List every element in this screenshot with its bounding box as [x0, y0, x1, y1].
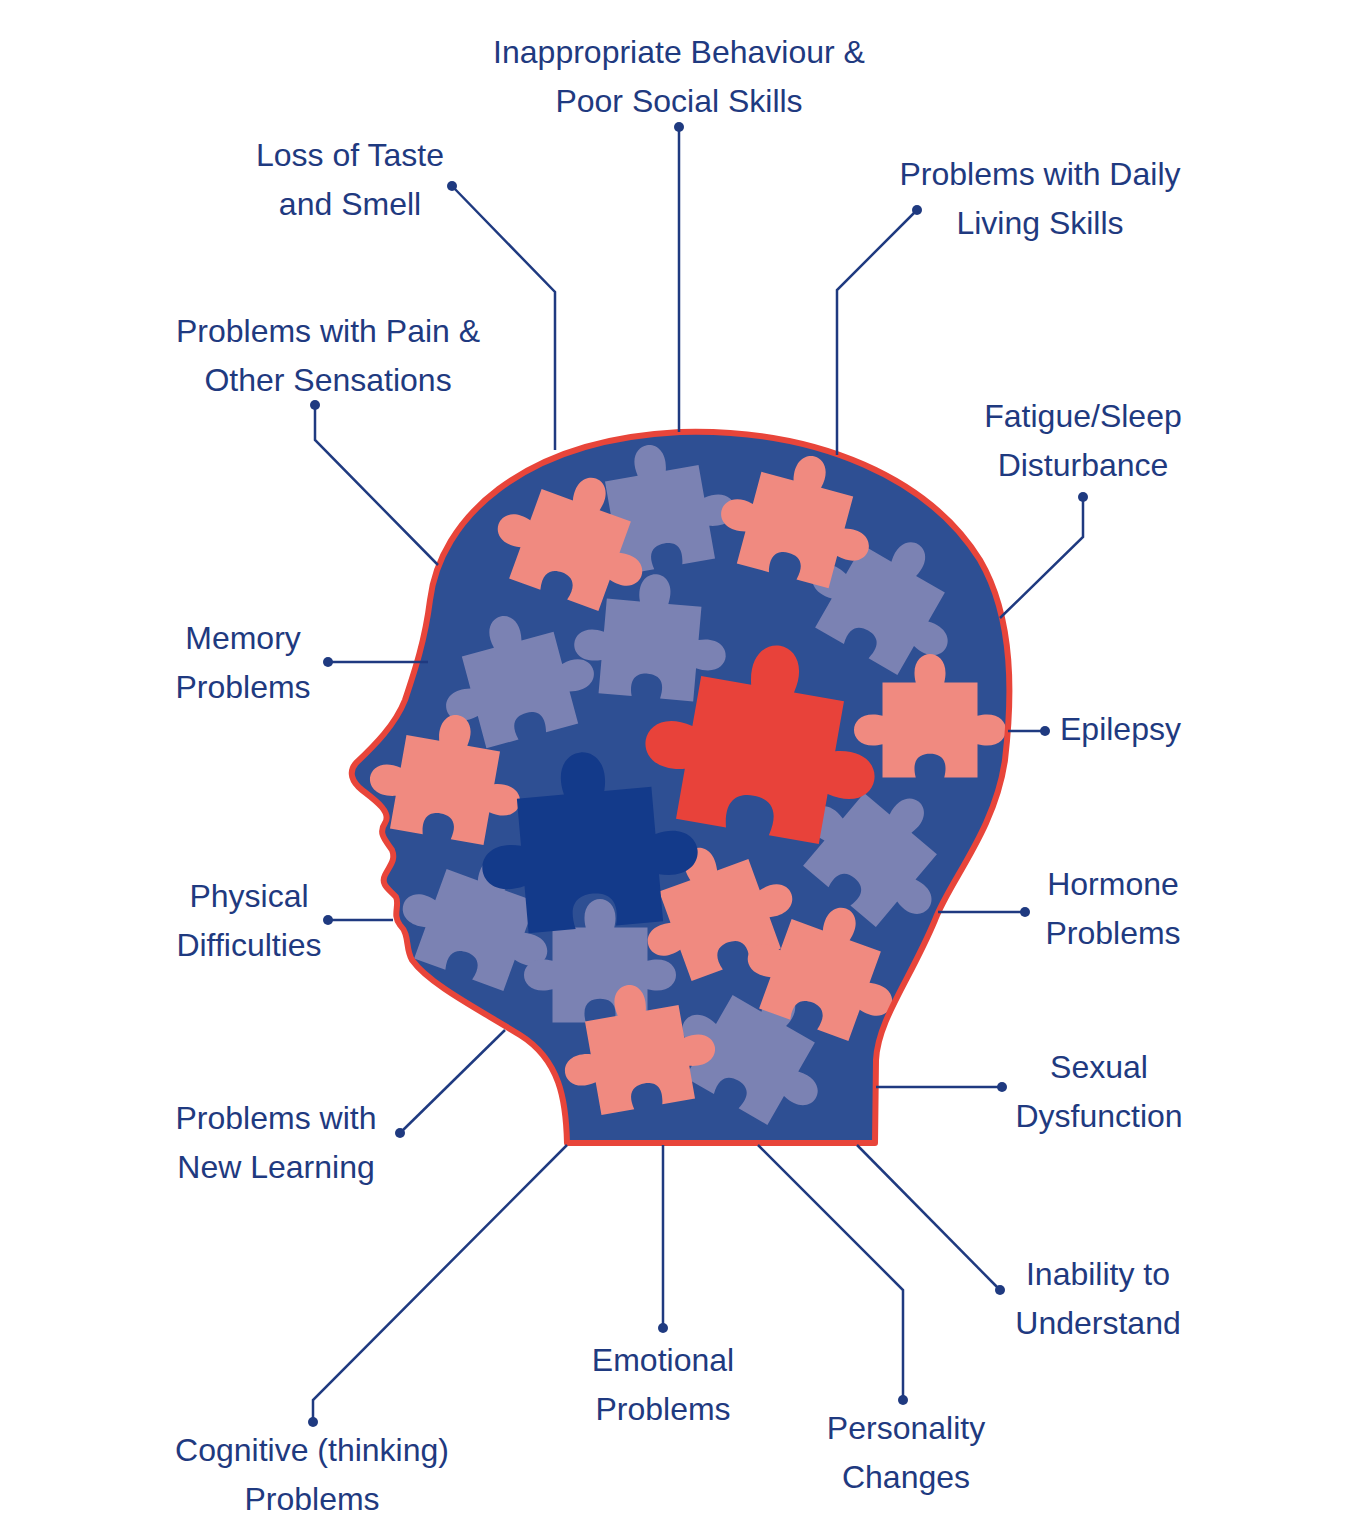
leader-line	[837, 210, 917, 455]
head-fill	[352, 432, 1010, 1143]
leader-line	[938, 911, 1025, 914]
leader-line	[876, 1086, 1002, 1089]
symptom-label: Hormone Problems	[1038, 860, 1188, 958]
leader-dot	[912, 205, 922, 215]
puzzle-pieces	[362, 432, 1006, 1139]
leader-dot	[1078, 492, 1088, 502]
symptom-label: Epilepsy	[1060, 705, 1181, 754]
leader-line	[662, 1145, 665, 1328]
leader-line	[400, 1030, 505, 1133]
symptom-label: Problems with Pain & Other Sensations	[169, 307, 487, 405]
symptom-label: Problems with Daily Living Skills	[893, 150, 1188, 248]
symptom-label: Personality Changes	[821, 1404, 991, 1502]
symptom-label: Inability to Understand	[1008, 1250, 1188, 1348]
leader-line	[857, 1145, 1000, 1290]
puzzle-piece	[362, 702, 533, 850]
symptom-label: Problems with New Learning	[169, 1094, 384, 1192]
leader-dot	[658, 1323, 668, 1333]
puzzle-piece	[854, 654, 1006, 778]
leader-dot	[308, 1417, 318, 1427]
leader-line	[313, 1145, 567, 1422]
leader-line	[1008, 730, 1045, 733]
leader-dot	[1020, 907, 1030, 917]
puzzle-piece-red	[633, 626, 894, 852]
symptom-label: Physical Difficulties	[169, 872, 329, 970]
leader-dot	[323, 657, 333, 667]
leader-line	[315, 405, 438, 565]
leader-dot	[310, 400, 320, 410]
puzzle-piece	[732, 883, 917, 1051]
head-outline	[352, 432, 1010, 1143]
leader-dot	[674, 122, 684, 132]
symptom-label: Inappropriate Behaviour & Poor Social Sk…	[484, 28, 874, 126]
puzzle-piece	[552, 972, 723, 1120]
leader-dot	[323, 915, 333, 925]
symptom-label: Sexual Dysfunction	[1009, 1043, 1189, 1141]
symptom-label: Emotional Problems	[586, 1336, 741, 1434]
leader-line	[678, 127, 681, 432]
leader-line	[1000, 497, 1083, 618]
leader-dot	[395, 1128, 405, 1138]
leader-line	[328, 919, 393, 922]
leader-dot	[1040, 726, 1050, 736]
leader-dot	[995, 1285, 1005, 1295]
leader-dot	[447, 181, 457, 191]
puzzle-piece-dark	[473, 743, 703, 937]
symptom-label: Loss of Taste and Smell	[250, 131, 450, 229]
symptom-label: Memory Problems	[168, 614, 318, 712]
leader-line	[758, 1145, 903, 1400]
symptom-label: Fatigue/Sleep Disturbance	[976, 392, 1191, 490]
leader-line	[328, 661, 428, 664]
leader-dot	[997, 1082, 1007, 1092]
symptom-label: Cognitive (thinking) Problems	[170, 1426, 455, 1524]
leader-dot	[898, 1395, 908, 1405]
